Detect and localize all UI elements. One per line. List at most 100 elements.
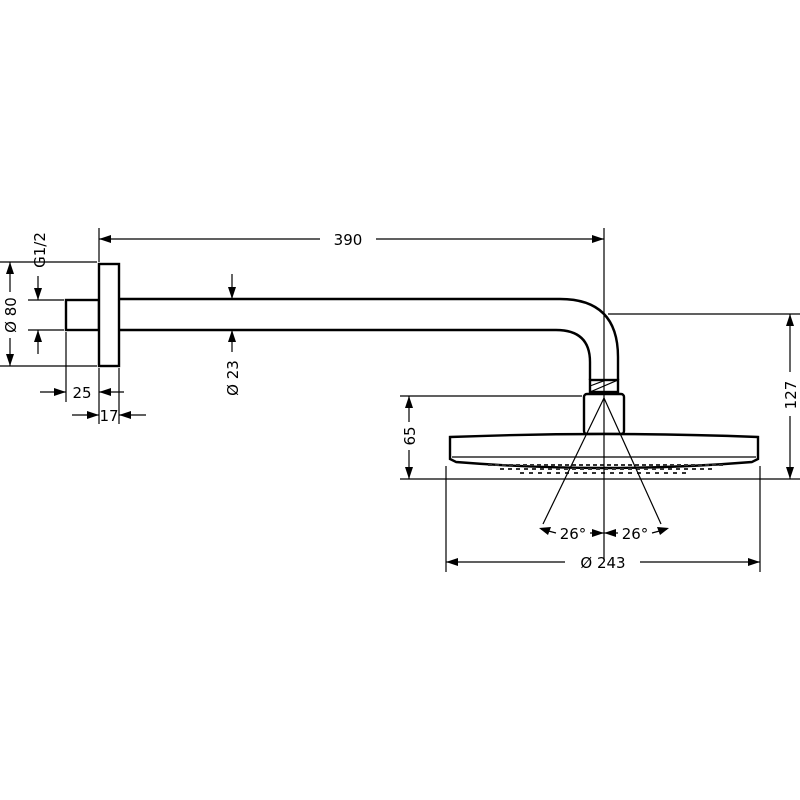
nozzle (636, 468, 640, 470)
nozzle (700, 468, 704, 470)
dim-label-head-height: 65 (401, 426, 419, 445)
arrowhead (34, 330, 42, 342)
nozzle (580, 468, 584, 470)
nozzle (607, 464, 611, 466)
extension-lines (0, 228, 800, 572)
arrowhead (228, 330, 236, 342)
nozzle (508, 468, 512, 470)
nozzle (524, 468, 528, 470)
dim-label-flange-diameter: Ø 80 (2, 297, 20, 333)
nozzle (646, 472, 650, 474)
dim-flange-depth: 17 (72, 407, 146, 425)
dim-label-thread: G1/2 (31, 232, 49, 268)
nozzle (620, 468, 624, 470)
arrowhead (6, 354, 14, 366)
nozzle (719, 464, 723, 466)
nozzle (532, 468, 536, 470)
nozzle (628, 472, 632, 474)
arrowhead (405, 396, 413, 408)
dim-label-spray-angle-right: 26° (622, 525, 649, 543)
dim-spray-angle: 26° 26° (539, 525, 669, 543)
nozzle (614, 464, 618, 466)
arrowhead (405, 467, 413, 479)
nozzle (712, 464, 716, 466)
nozzle (684, 464, 688, 466)
nozzle (663, 464, 667, 466)
nozzle (692, 468, 696, 470)
arrowhead (539, 527, 551, 535)
nozzle (572, 464, 576, 466)
nozzle (635, 464, 639, 466)
nozzle (600, 464, 604, 466)
arrowhead (786, 467, 794, 479)
dim-thread: G1/2 (31, 232, 49, 354)
dim-label-arm-length: 390 (334, 231, 363, 249)
dim-head-diameter: Ø 243 (446, 554, 760, 572)
arrowhead (119, 411, 131, 419)
arrowhead (604, 529, 616, 537)
nozzle (556, 472, 560, 474)
nozzle (565, 464, 569, 466)
nozzle (656, 464, 660, 466)
nozzle (565, 472, 569, 474)
nozzle (540, 468, 544, 470)
nozzle (649, 464, 653, 466)
arm-bottom-edge (119, 328, 592, 380)
nozzle (564, 468, 568, 470)
spray-line-right (603, 397, 662, 525)
arrowhead (786, 314, 794, 326)
nozzle (660, 468, 664, 470)
nozzle (628, 464, 632, 466)
nozzle (619, 472, 623, 474)
shower-arm (119, 297, 620, 394)
nozzle (588, 468, 592, 470)
nozzle (509, 464, 513, 466)
nozzle (664, 472, 668, 474)
nozzle (583, 472, 587, 474)
arrowhead (592, 235, 604, 243)
nozzle (520, 472, 524, 474)
arrowhead (6, 262, 14, 274)
nozzle (601, 472, 605, 474)
nozzle (529, 472, 533, 474)
nozzle (537, 464, 541, 466)
nozzle (682, 472, 686, 474)
nozzle (684, 468, 688, 470)
nozzle (670, 464, 674, 466)
nozzle (547, 472, 551, 474)
dim-arm-length: 390 (99, 231, 604, 249)
nozzle (544, 464, 548, 466)
dim-wall-offset: 25 (40, 384, 124, 402)
nozzle (604, 468, 608, 470)
nozzle (652, 468, 656, 470)
arrowhead (748, 558, 760, 566)
dim-pipe-diameter: Ø 23 (224, 274, 242, 396)
arrowhead (87, 411, 99, 419)
nozzle (574, 472, 578, 474)
nozzle (668, 468, 672, 470)
arm-top-edge (119, 297, 620, 380)
nozzle (516, 468, 520, 470)
dim-label-flange-depth: 17 (99, 407, 118, 425)
nozzle (676, 468, 680, 470)
nozzle (698, 464, 702, 466)
nozzle (673, 472, 677, 474)
nozzle (523, 464, 527, 466)
arrowhead (228, 287, 236, 299)
dim-flange-diameter: Ø 80 (2, 262, 20, 366)
dim-label-head-diameter: Ø 243 (580, 554, 625, 572)
dim-label-spray-angle-left: 26° (560, 525, 587, 543)
nozzle (705, 464, 709, 466)
nozzle (530, 464, 534, 466)
nozzle (621, 464, 625, 466)
nozzle (516, 464, 520, 466)
dim-label-wall-offset: 25 (72, 384, 91, 402)
wall-flange (97, 262, 121, 368)
nozzle (677, 464, 681, 466)
nozzle (572, 468, 576, 470)
dim-total-drop: 127 (780, 314, 800, 479)
nozzle (637, 472, 641, 474)
nozzle (708, 468, 712, 470)
nozzle (558, 464, 562, 466)
